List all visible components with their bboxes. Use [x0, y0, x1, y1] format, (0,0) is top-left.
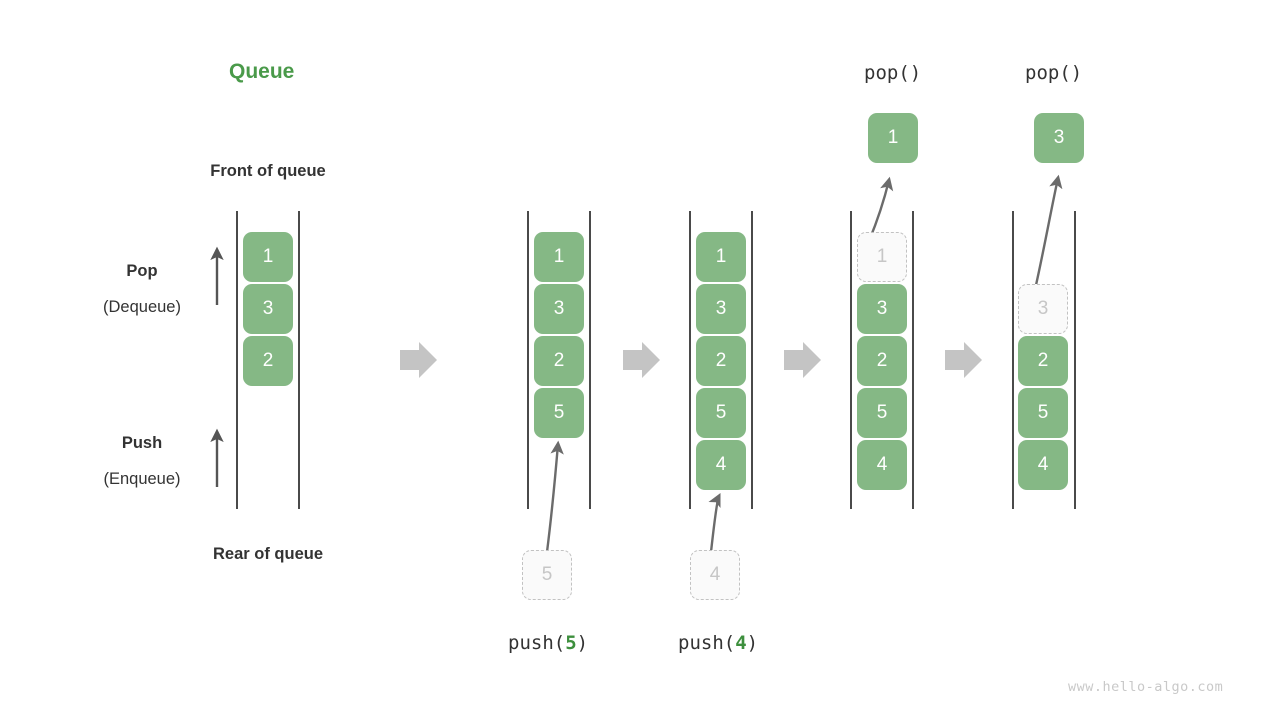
queue-cell[interactable]: 3: [696, 284, 746, 334]
pop-caption-2: pop(): [1025, 62, 1083, 84]
incoming-cell[interactable]: 5: [522, 550, 572, 600]
pop-3-arrow: [1032, 174, 1063, 295]
queue-cell[interactable]: 5: [534, 388, 584, 438]
caption-value: 5: [565, 632, 577, 654]
queue-cell[interactable]: 4: [857, 440, 907, 490]
caption-prefix: push(: [508, 632, 566, 654]
queue-cell[interactable]: 1: [243, 232, 293, 282]
push-sublabel: (Enqueue): [103, 470, 181, 488]
push-4-arrow: [708, 492, 721, 553]
pop-sublabel: (Dequeue): [103, 298, 181, 316]
transition-arrow-1: [400, 342, 437, 378]
popped-cell[interactable]: 3: [1034, 113, 1084, 163]
caption-suffix: ): [576, 632, 589, 654]
push-label: Push: [121, 434, 163, 452]
transition-arrow-4: [945, 342, 982, 378]
stage-caption-push-4: push(4): [678, 632, 758, 654]
pop-label: Pop: [126, 262, 158, 280]
watermark: www.hello-algo.com: [1068, 679, 1224, 695]
queue-cell[interactable]: 1: [857, 232, 907, 282]
popped-cell[interactable]: 1: [868, 113, 918, 163]
queue-cell[interactable]: 2: [243, 336, 293, 386]
caption-suffix: ): [746, 632, 759, 654]
rear-of-queue-label: Rear of queue: [212, 545, 324, 563]
queue-cell[interactable]: 2: [1018, 336, 1068, 386]
caption-value: 4: [735, 632, 747, 654]
queue-cell[interactable]: 1: [696, 232, 746, 282]
pop-caption-1: pop(): [864, 62, 922, 84]
queue-cell[interactable]: 2: [857, 336, 907, 386]
incoming-cell[interactable]: 4: [690, 550, 740, 600]
stage-caption-push-5: push(5): [508, 632, 588, 654]
push-5-arrow: [545, 440, 564, 553]
queue-cell[interactable]: 5: [696, 388, 746, 438]
queue-cell[interactable]: 3: [243, 284, 293, 334]
transition-arrow-2: [623, 342, 660, 378]
queue-cell[interactable]: 3: [857, 284, 907, 334]
transition-arrow-3: [784, 342, 821, 378]
queue-cell[interactable]: 5: [1018, 388, 1068, 438]
caption-prefix: push(: [678, 632, 736, 654]
queue-cell[interactable]: 3: [1018, 284, 1068, 334]
queue-cell[interactable]: 4: [696, 440, 746, 490]
page-title: Queue: [229, 60, 295, 83]
queue-cell[interactable]: 4: [1018, 440, 1068, 490]
queue-cell[interactable]: 1: [534, 232, 584, 282]
queue-cell[interactable]: 2: [534, 336, 584, 386]
queue-cell[interactable]: 3: [534, 284, 584, 334]
queue-cell[interactable]: 5: [857, 388, 907, 438]
front-of-queue-label: Front of queue: [210, 162, 326, 180]
queue-cell[interactable]: 2: [696, 336, 746, 386]
